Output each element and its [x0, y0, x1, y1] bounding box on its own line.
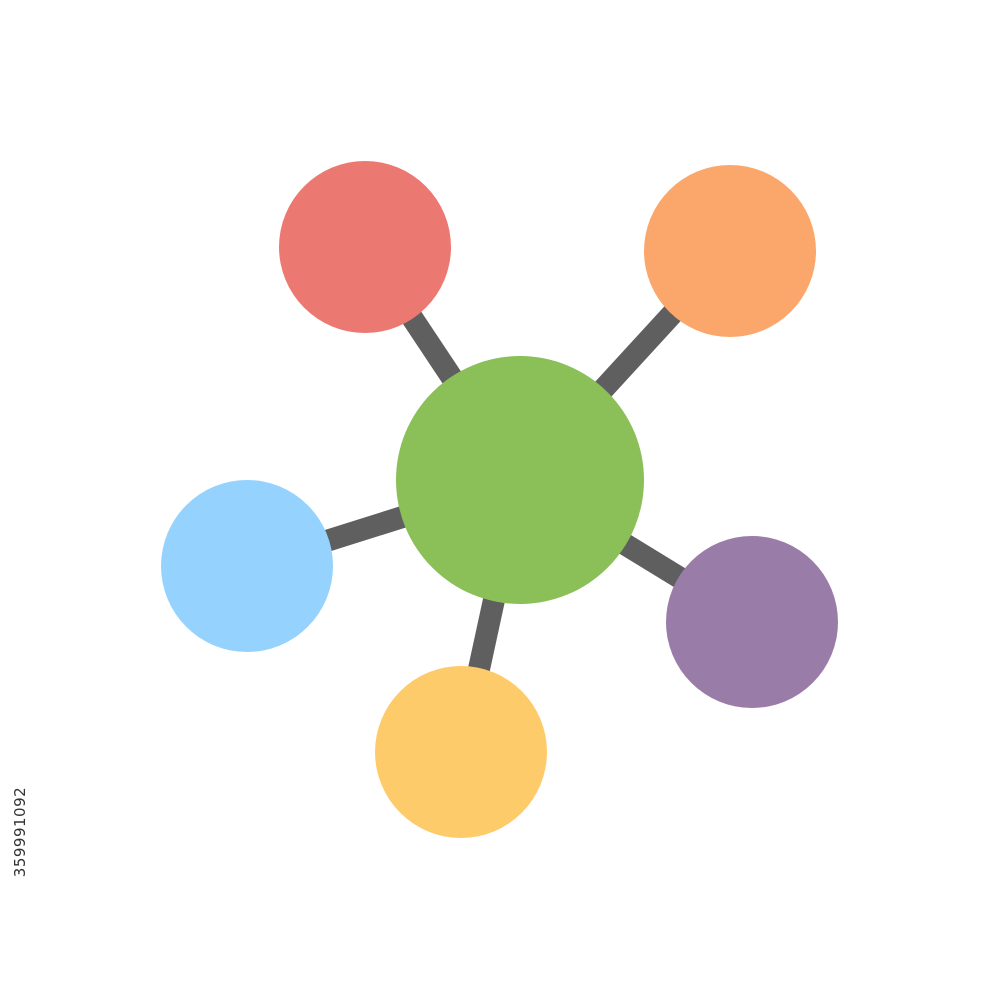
- node-left: [161, 480, 333, 652]
- node-top-left: [279, 161, 451, 333]
- node-right: [666, 536, 838, 708]
- stock-image-id-text: 359991092: [11, 786, 29, 878]
- hub-node: [396, 356, 644, 604]
- stock-image-id: 359991092: [8, 762, 32, 902]
- node-bottom: [375, 666, 547, 838]
- node-top-right: [644, 165, 816, 337]
- nodes: [161, 161, 838, 838]
